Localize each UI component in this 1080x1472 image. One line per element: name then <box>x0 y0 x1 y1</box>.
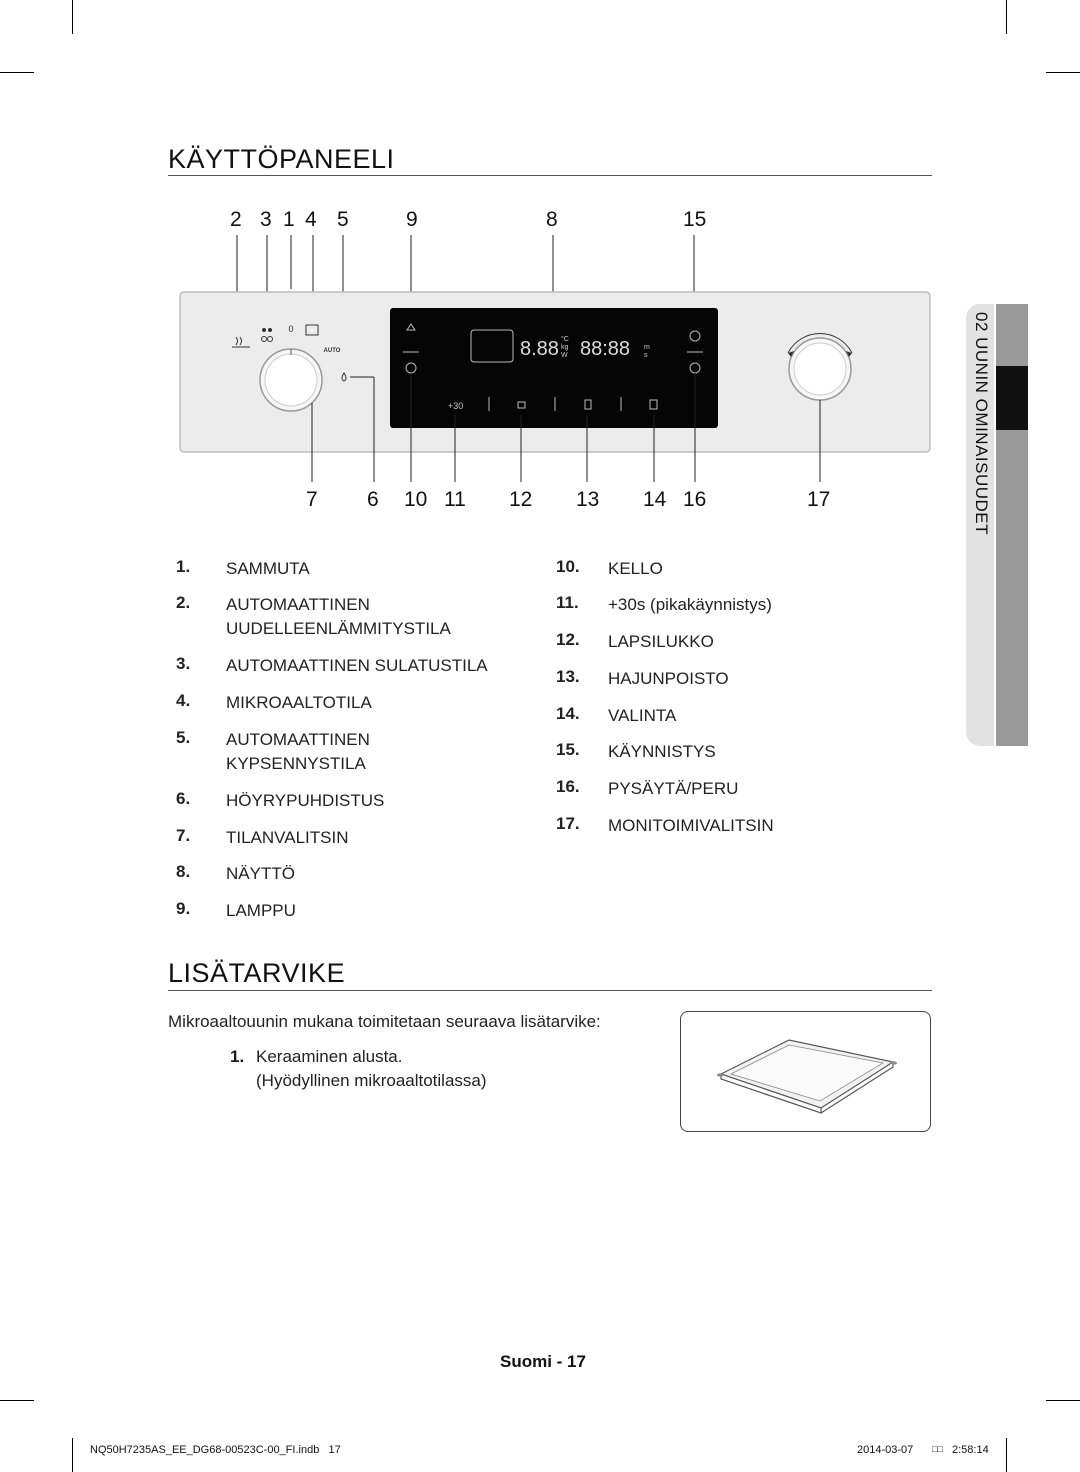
display-time: 88:88 <box>580 338 630 360</box>
auto-defrost-icon <box>261 328 273 342</box>
print-time: 2:58:14 <box>952 1444 989 1456</box>
microwave-mode-icon <box>305 324 319 336</box>
callout-15: 15 <box>683 208 707 231</box>
deodorize-icon <box>584 399 592 410</box>
list-item: 17.MONITOIMIVALITSIN <box>556 814 774 835</box>
callout-17: 17 <box>807 488 831 511</box>
auto-label: AUTO <box>324 348 341 354</box>
power-off-label: 0 <box>288 324 293 334</box>
list-item: 3.AUTOMAATTINEN SULATUSTILA <box>176 654 488 675</box>
svg-text:m: m <box>644 344 650 351</box>
callout-3: 3 <box>260 208 272 231</box>
list-item: 15.KÄYNNISTYS <box>556 740 716 761</box>
list-item: 13.HAJUNPOISTO <box>556 667 729 688</box>
section-title-accessory: LISÄTARVIKE <box>168 958 346 988</box>
crop-mark <box>0 72 34 73</box>
callout-14: 14 <box>643 488 667 511</box>
callout-7: 7 <box>306 488 318 511</box>
list-item: 8.NÄYTTÖ <box>176 862 295 883</box>
page-number: Suomi - 17 <box>500 1352 586 1371</box>
callout-16: 16 <box>683 488 707 511</box>
lamp-icon <box>406 323 416 331</box>
print-glyph: □□ <box>932 1444 943 1454</box>
svg-text:kg: kg <box>561 344 569 351</box>
start-icon <box>689 330 701 342</box>
callout-1: 1 <box>283 208 295 231</box>
accessory-item-name: Keraaminen alusta. <box>256 1047 403 1066</box>
list-item: 14.VALINTA <box>556 704 677 725</box>
print-date: 2014-03-07 <box>857 1444 914 1456</box>
crop-mark <box>0 1400 34 1401</box>
select-icon <box>649 399 658 410</box>
accessory-item-number: 1. <box>230 1047 245 1066</box>
callout-10: 10 <box>404 488 428 511</box>
svg-text:°C: °C <box>561 335 569 343</box>
child-lock-icon <box>517 401 526 409</box>
svg-text:W: W <box>561 352 568 359</box>
list-item: 11.+30s (pikakäynnistys) <box>556 593 772 614</box>
auto-reheat-icon <box>232 336 250 348</box>
callout-9: 9 <box>406 208 418 231</box>
callout-8: 8 <box>546 208 558 231</box>
list-item: 5.AUTOMAATTINEN KYPSENNYSTILA <box>176 728 370 773</box>
list-item: 6.HÖYRYPUHDISTUS <box>176 789 385 810</box>
callout-13: 13 <box>576 488 600 511</box>
crop-mark <box>1006 0 1007 34</box>
svg-text:s: s <box>644 352 648 359</box>
callout-12: 12 <box>509 488 533 511</box>
control-panel-diagram: 0 AUTO 8.88 88:88 °C kg W m s +30 <box>179 235 931 482</box>
chapter-tab-label: 02 UUNIN OMINAISUUDET <box>972 312 991 536</box>
display-temp: 8.88 <box>520 338 559 360</box>
display-panel <box>390 308 718 428</box>
crop-mark <box>1006 1438 1007 1472</box>
callout-6: 6 <box>367 488 379 511</box>
section-rule <box>168 175 932 176</box>
list-item: 2.AUTOMAATTINEN UUDELLEENLÄMMITYSTILA <box>176 593 451 638</box>
list-item: 7.TILANVALITSIN <box>176 826 349 847</box>
accessory-item-note: (Hyödyllinen mikroaaltotilassa) <box>256 1071 487 1090</box>
crop-mark <box>1046 72 1080 73</box>
chapter-tab: 02 UUNIN OMINAISUUDET <box>966 304 1028 746</box>
plus30-label: +30 <box>448 401 463 411</box>
callout-11: 11 <box>444 488 466 511</box>
mode-indicators <box>470 329 514 363</box>
crop-mark <box>72 0 73 34</box>
callout-2: 2 <box>230 208 242 231</box>
crop-mark <box>72 1438 73 1472</box>
print-file-name: NQ50H7235AS_EE_DG68-00523C-00_FI.indb 17 <box>90 1444 341 1456</box>
section-rule <box>168 990 932 991</box>
list-item: 10.KELLO <box>556 557 663 578</box>
callout-5: 5 <box>337 208 349 231</box>
ceramic-tray-image <box>717 1039 897 1114</box>
list-item: 1.SAMMUTA <box>176 557 310 578</box>
list-item: 12.LAPSILUKKO <box>556 630 714 651</box>
accessory-intro: Mikroaaltouunin mukana toimitetaan seura… <box>168 1012 601 1031</box>
callout-4: 4 <box>305 208 317 231</box>
section-title-control-panel: KÄYTTÖPANEELI <box>168 144 395 174</box>
steam-clean-icon <box>341 372 347 382</box>
list-item: 4.MIKROAALTOTILA <box>176 691 372 712</box>
list-item: 9.LAMPPU <box>176 899 296 920</box>
crop-mark <box>1046 1400 1080 1401</box>
list-item: 16.PYSÄYTÄ/PERU <box>556 777 739 798</box>
accessory-image-box <box>680 1011 931 1132</box>
